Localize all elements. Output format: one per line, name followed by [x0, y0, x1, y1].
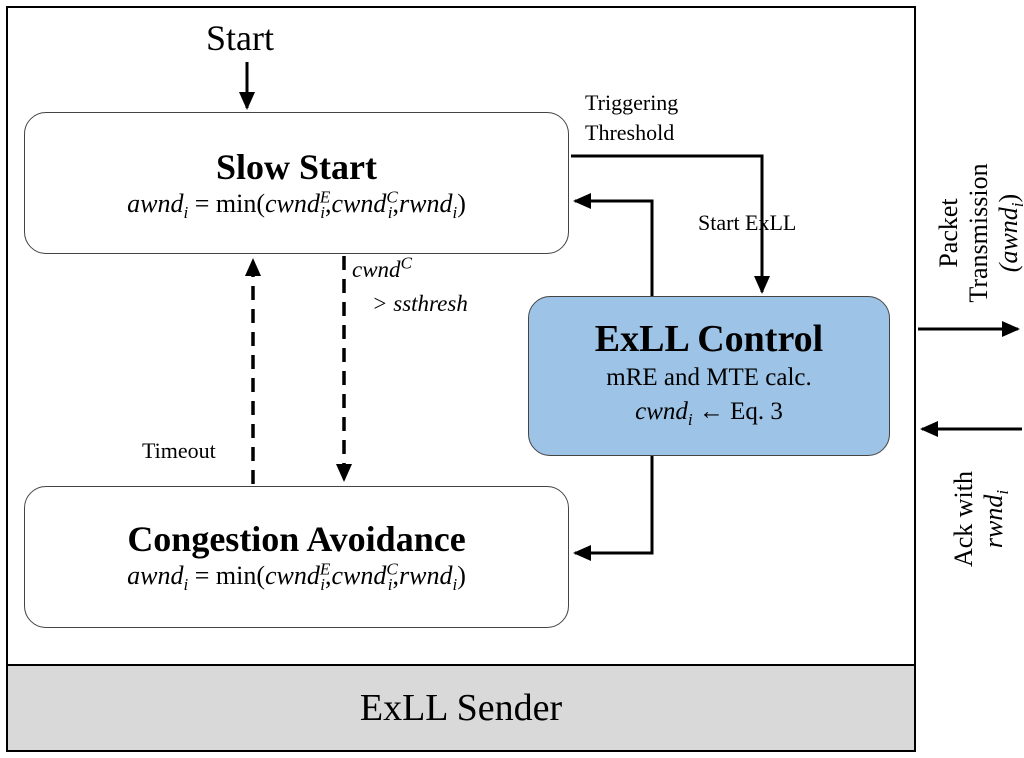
control-to-ca-arrow — [573, 456, 654, 561]
congestion-avoidance-title: Congestion Avoidance — [127, 519, 466, 559]
slow-start-formula: awndi = min(cwndEi,cwndCi,rwndi) — [127, 187, 466, 223]
exll-control-update: cwndi ← Eq. 3 — [635, 398, 783, 429]
cwnd-condition-label: cwndC — [352, 253, 412, 282]
timeout-label: Timeout — [142, 438, 216, 463]
exll-sender-label: ExLL Sender — [359, 687, 563, 729]
exll-control-box: ExLL Control mRE and MTE calc. cwndi ← E… — [528, 296, 890, 456]
packet-transmission-label: Packet Transmission (awndi) — [934, 163, 1024, 303]
ack-with-label: Ack with rwndi — [949, 470, 1013, 568]
slow-start-state: Slow Start awndi = min(cwndEi,cwndCi,rwn… — [24, 112, 569, 254]
exll-control-title: ExLL Control — [594, 318, 824, 360]
congestion-avoidance-state: Congestion Avoidance awndi = min(cwndEi,… — [24, 486, 569, 628]
triggering-label-1: Triggering — [585, 90, 679, 115]
slow-start-title: Slow Start — [216, 147, 377, 187]
triggering-label-2: Threshold — [585, 120, 675, 145]
exll-sender-bar: ExLL Sender — [6, 664, 916, 752]
trigger-arrow — [571, 154, 770, 294]
start-exll-label: Start ExLL — [698, 210, 797, 235]
control-to-slow-start-arrow — [573, 193, 654, 296]
ssthresh-label: > ssthresh — [372, 291, 468, 316]
congestion-avoidance-formula: awndi = min(cwndEi,cwndCi,rwndi) — [127, 559, 466, 595]
exll-control-calc: mRE and MTE calc. — [606, 364, 812, 391]
start-label: Start — [206, 18, 274, 58]
